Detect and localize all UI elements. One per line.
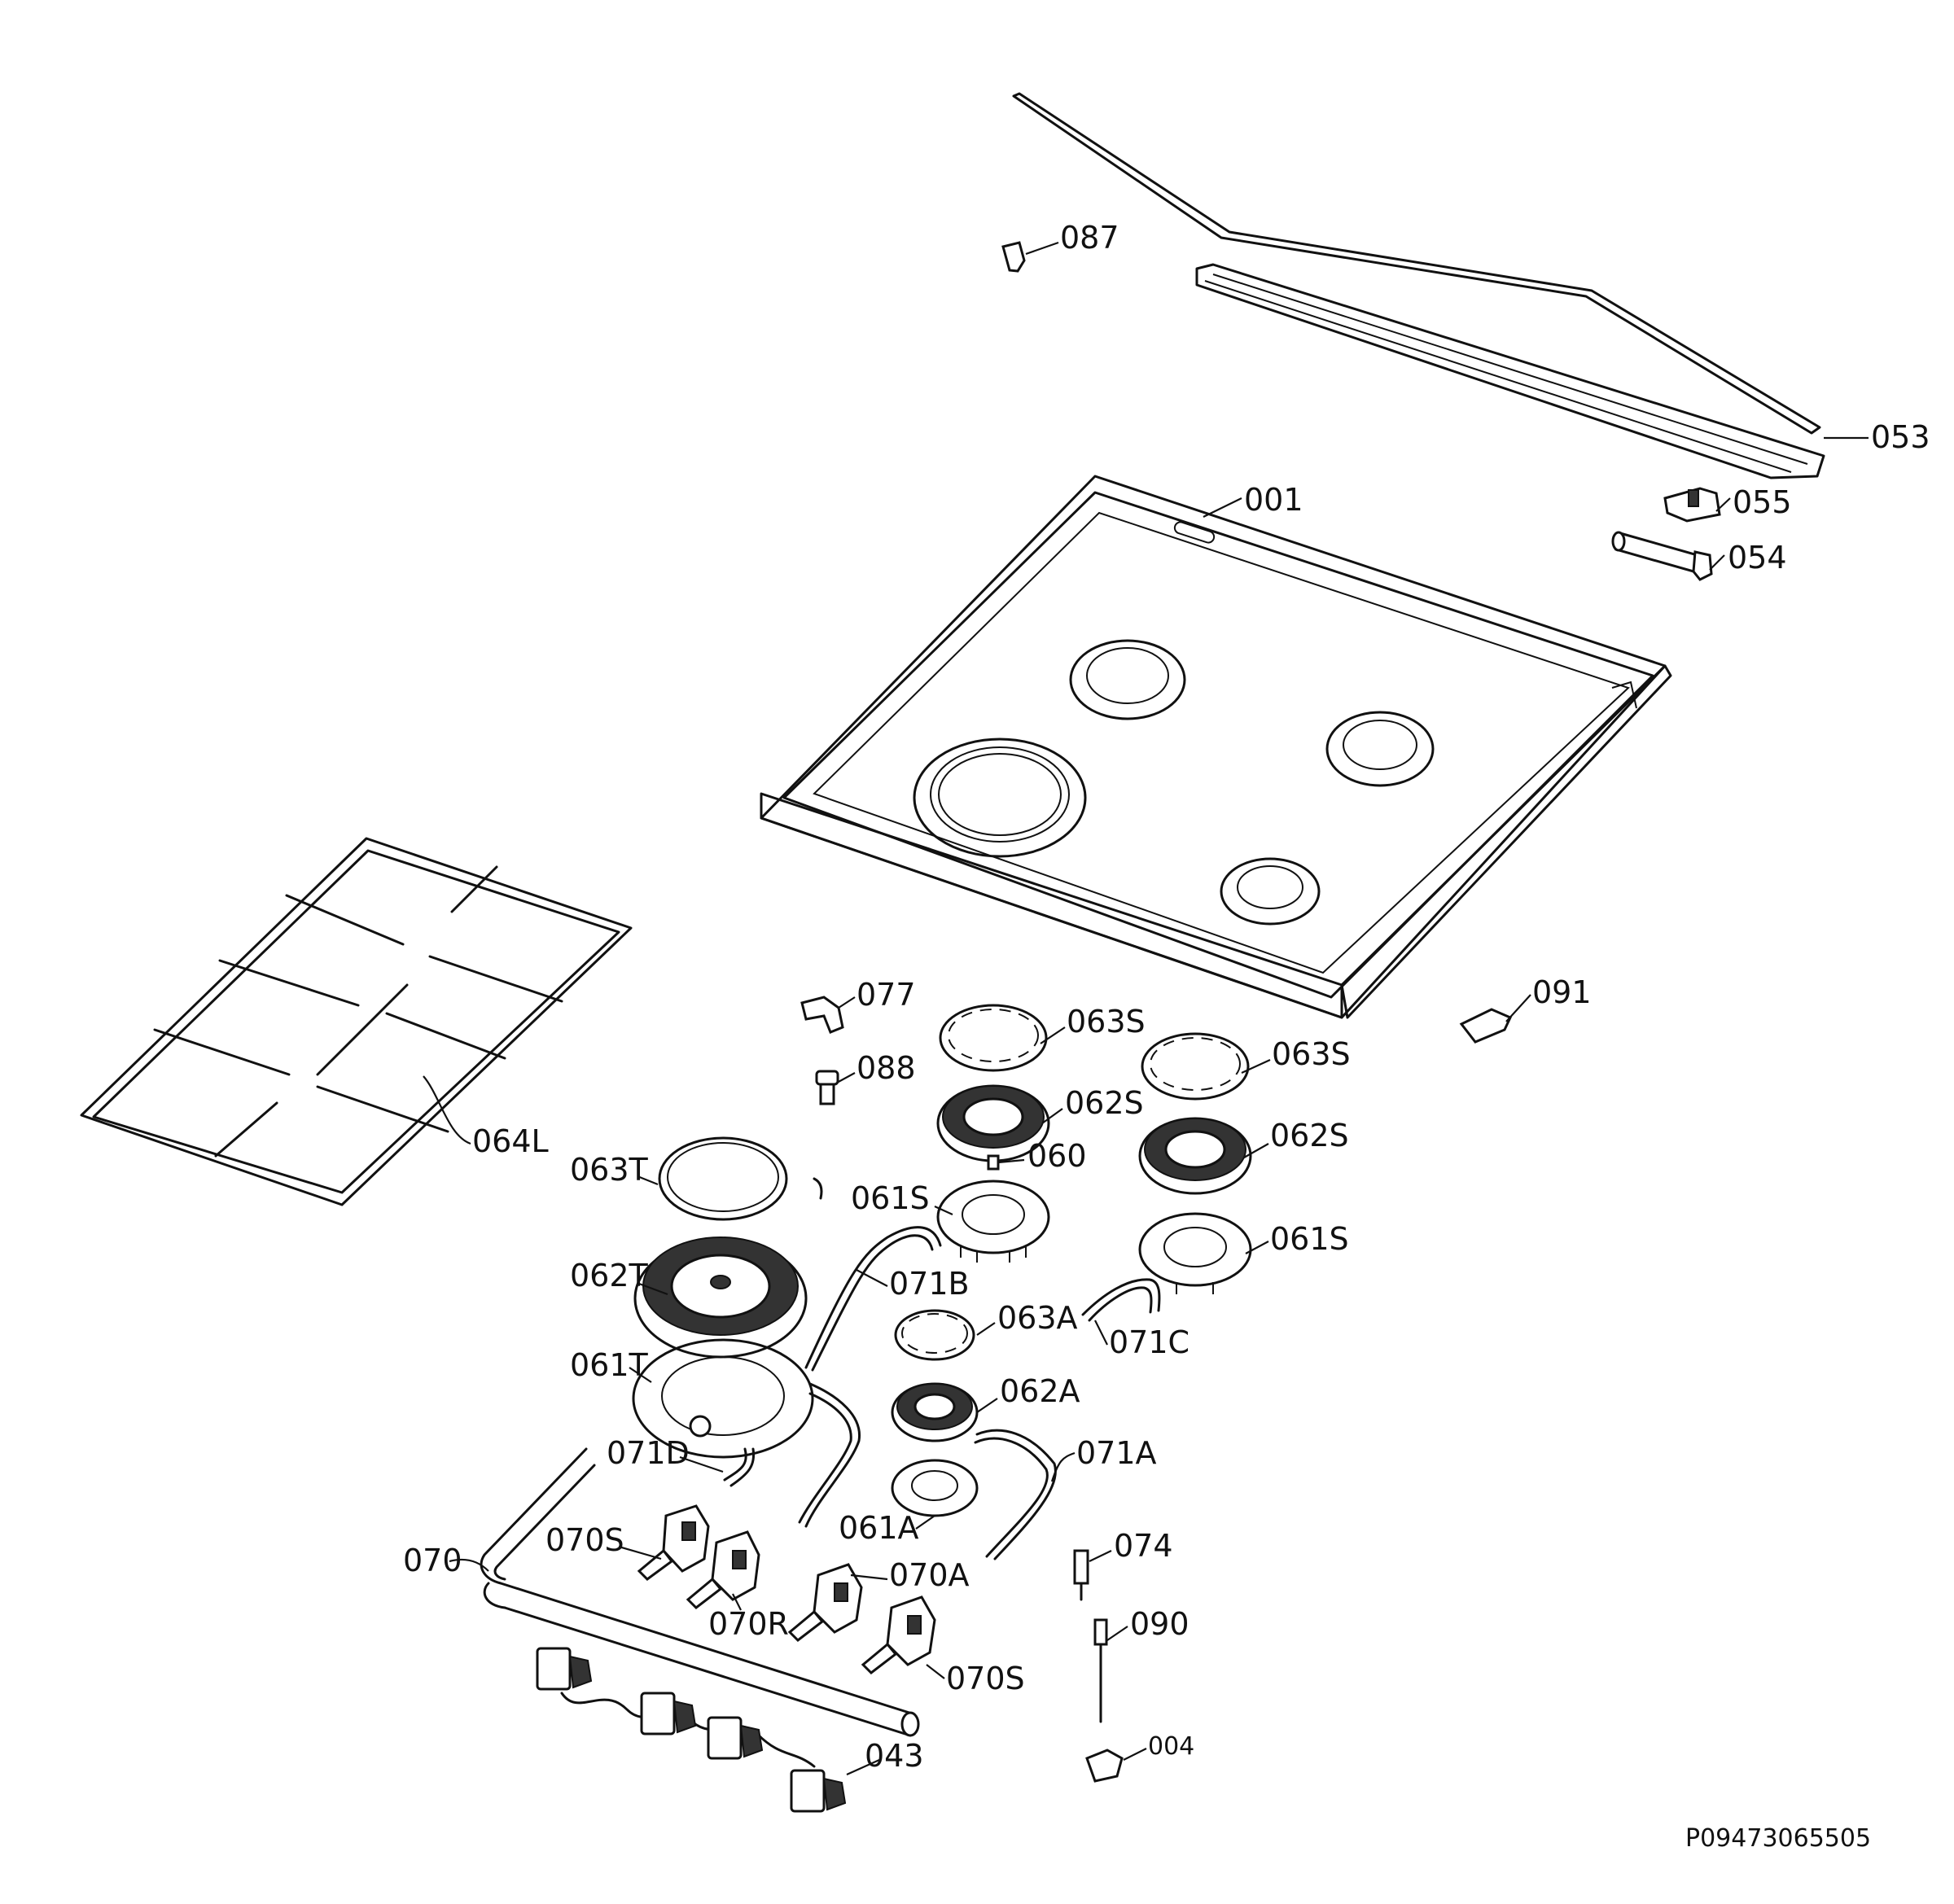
part-055-hinge bbox=[1663, 487, 1721, 523]
label-061a: 061A bbox=[839, 1510, 919, 1546]
label-077: 077 bbox=[857, 977, 916, 1013]
label-061s-a: 061S bbox=[851, 1180, 930, 1216]
label-070s-a: 070S bbox=[545, 1522, 624, 1558]
burner-cap-063s-a bbox=[939, 1004, 1048, 1072]
hob-tray bbox=[760, 475, 1672, 1019]
label-063s-a: 063S bbox=[1067, 1004, 1146, 1040]
part-labels: 053 087 055 054 001 091 077 088 063S 063… bbox=[403, 220, 1930, 1774]
pan-support bbox=[80, 837, 633, 1206]
clip-004 bbox=[1085, 1749, 1124, 1783]
part-087 bbox=[1001, 241, 1026, 273]
burner-cap-063t bbox=[658, 1136, 788, 1221]
part-088-screw bbox=[815, 1070, 839, 1105]
gas-tube-071t bbox=[798, 1382, 861, 1528]
part-063t-clip bbox=[813, 1177, 823, 1200]
label-001: 001 bbox=[1244, 482, 1303, 518]
burner-crown-062s-a bbox=[936, 1084, 1050, 1162]
part-091-clip bbox=[1459, 1008, 1513, 1044]
burner-cap-063s-b bbox=[1141, 1032, 1250, 1101]
spark-plug-074 bbox=[1073, 1549, 1089, 1601]
label-061t: 061T bbox=[570, 1347, 649, 1383]
label-064l: 064L bbox=[472, 1123, 549, 1159]
burner-crown-062t bbox=[633, 1237, 808, 1359]
gas-tube-071a bbox=[974, 1429, 1057, 1560]
label-071c: 071C bbox=[1109, 1324, 1189, 1360]
label-071b: 071B bbox=[889, 1266, 970, 1302]
label-043: 043 bbox=[865, 1738, 924, 1774]
leader-lines bbox=[423, 241, 1869, 1776]
label-070s-b: 070S bbox=[946, 1661, 1025, 1696]
label-062s-a: 062S bbox=[1065, 1085, 1144, 1121]
label-062t: 062T bbox=[570, 1258, 649, 1293]
label-091: 091 bbox=[1532, 974, 1592, 1010]
burner-crown-062a bbox=[891, 1382, 979, 1442]
part-077-elbow bbox=[800, 996, 844, 1034]
gas-tube-071c bbox=[1081, 1278, 1161, 1322]
gas-valve-070r bbox=[686, 1530, 760, 1609]
label-004: 004 bbox=[1148, 1732, 1194, 1761]
label-063a: 063A bbox=[997, 1300, 1078, 1336]
burner-base-061t bbox=[632, 1338, 814, 1459]
label-070a: 070A bbox=[889, 1557, 970, 1593]
label-060: 060 bbox=[1027, 1138, 1087, 1174]
label-063t: 063T bbox=[570, 1152, 649, 1188]
gas-rail bbox=[480, 1447, 920, 1737]
burner-crown-062s-b bbox=[1138, 1117, 1252, 1195]
label-053: 053 bbox=[1871, 419, 1930, 455]
thermocouple-090 bbox=[1093, 1618, 1108, 1723]
gas-tube-071b bbox=[804, 1226, 942, 1372]
drawing-reference-number: P09473065505 bbox=[1685, 1824, 1871, 1853]
screw-060 bbox=[987, 1154, 1000, 1171]
burner-base-061s-a bbox=[936, 1180, 1050, 1263]
label-088: 088 bbox=[857, 1050, 916, 1086]
burner-cap-063a bbox=[894, 1309, 975, 1361]
label-090: 090 bbox=[1130, 1606, 1189, 1642]
label-070r: 070R bbox=[708, 1606, 789, 1642]
label-063s-b: 063S bbox=[1272, 1036, 1351, 1072]
ignition-switches bbox=[536, 1647, 847, 1813]
part-054-cylinder bbox=[1611, 531, 1713, 581]
gas-valve-070a bbox=[787, 1563, 863, 1642]
burner-base-061a bbox=[891, 1459, 979, 1517]
label-062s-b: 062S bbox=[1270, 1118, 1349, 1153]
burner-base-061s-b bbox=[1138, 1212, 1252, 1294]
label-071d: 071D bbox=[607, 1435, 690, 1471]
label-087: 087 bbox=[1060, 220, 1119, 256]
gas-valve-070s-a bbox=[637, 1504, 710, 1581]
label-054: 054 bbox=[1728, 540, 1787, 576]
label-061s-b: 061S bbox=[1270, 1221, 1349, 1257]
label-055: 055 bbox=[1733, 484, 1792, 520]
label-071a: 071A bbox=[1076, 1435, 1157, 1471]
gas-valve-070s-b bbox=[861, 1595, 936, 1674]
label-062a: 062A bbox=[1000, 1373, 1080, 1409]
gas-tube-071d bbox=[723, 1447, 756, 1487]
glass-lid bbox=[1012, 92, 1825, 479]
label-074: 074 bbox=[1114, 1528, 1173, 1564]
label-070: 070 bbox=[403, 1543, 462, 1578]
